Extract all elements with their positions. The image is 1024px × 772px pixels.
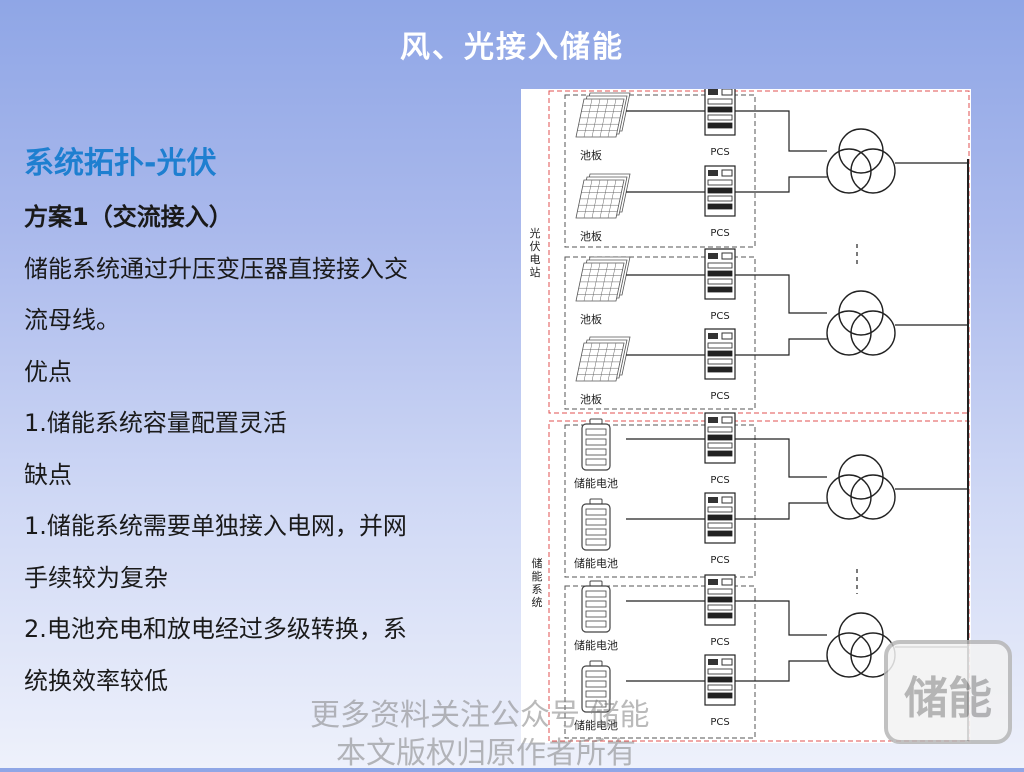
- battery-label: 储能电池: [574, 556, 618, 570]
- pcs-cabinet-icon: [704, 574, 736, 626]
- logo-text: 储能: [904, 673, 992, 724]
- pcs-cabinet-icon: [704, 165, 736, 217]
- pcs-cabinet-icon: [704, 89, 736, 136]
- solar-panel-icon: [575, 336, 631, 382]
- battery-icon: [581, 418, 611, 471]
- pcs-label: PCS: [710, 391, 729, 402]
- pcs-label: PCS: [710, 717, 729, 728]
- solar-panel-icon: [575, 173, 631, 219]
- solar-panel-label: 池板: [580, 312, 602, 326]
- transformer-icon: [826, 612, 896, 678]
- pcs-label: PCS: [710, 637, 729, 648]
- pv-station-label: 电: [530, 253, 541, 266]
- pcs-cabinet-icon: [704, 412, 736, 464]
- generation-group-box: [564, 424, 756, 578]
- pcs-cabinet-icon: [704, 248, 736, 300]
- ac-connection-line: [735, 176, 827, 193]
- pcs-cabinet-icon: [704, 328, 736, 380]
- ac-connection-line: [735, 600, 827, 636]
- ac-connection-line: [735, 502, 827, 520]
- storage-system-label: 储: [532, 556, 543, 570]
- slide-title: 风、光接入储能: [400, 30, 624, 65]
- disadvantage-item: 2.电池充电和放电经过多级转换，系: [24, 615, 407, 643]
- disadvantage-item: 手续较为复杂: [24, 563, 168, 592]
- body-line: 储能系统通过升压变压器直接接入交: [24, 254, 408, 283]
- pv-station-label: 光: [530, 226, 541, 240]
- scheme-heading: 方案1（交流接入）: [24, 203, 233, 231]
- storage-system-label: 能: [532, 569, 543, 583]
- pcs-label: PCS: [710, 555, 729, 566]
- battery-icon: [581, 660, 611, 713]
- pcs-label: PCS: [710, 228, 729, 239]
- transformer-icon: [826, 128, 896, 194]
- generation-group-box: [564, 256, 756, 410]
- pv-station-label: 伏: [530, 239, 541, 253]
- ac-connection-line: [735, 338, 827, 356]
- generation-group-box: [564, 585, 756, 739]
- watermark-line-2: 本文版权归原作者所有: [336, 736, 636, 771]
- transformer-icon: [826, 454, 896, 520]
- solar-panel-icon: [575, 92, 631, 138]
- body-text: 方案1（交流接入） 储能系统通过升压变压器直接接入交 流母线。 优点 1.储能系…: [24, 192, 494, 707]
- advantages-heading: 优点: [24, 357, 72, 386]
- battery-label: 储能电池: [574, 638, 618, 652]
- disadvantage-item: 1.储能系统需要单独接入电网，并网: [24, 512, 407, 540]
- body-line: 流母线。: [24, 306, 120, 334]
- storage-logo: 储能: [884, 640, 1012, 744]
- battery-label: 储能电池: [574, 718, 618, 732]
- pcs-label: PCS: [710, 475, 729, 486]
- disadvantage-item: 统换效率较低: [24, 666, 168, 695]
- pcs-cabinet-icon: [704, 492, 736, 544]
- disadvantages-heading: 缺点: [24, 460, 72, 489]
- advantage-item: 1.储能系统容量配置灵活: [24, 409, 287, 437]
- storage-system-label: 统: [532, 596, 543, 609]
- solar-panel-label: 池板: [580, 148, 602, 162]
- battery-icon: [581, 498, 611, 551]
- pcs-label: PCS: [710, 147, 729, 158]
- battery-label: 储能电池: [574, 476, 618, 490]
- pv-station-label: 站: [530, 265, 541, 279]
- pcs-cabinet-icon: [704, 654, 736, 706]
- solar-panel-label: 池板: [580, 392, 602, 406]
- transformer-icon: [826, 290, 896, 356]
- battery-icon: [581, 580, 611, 633]
- solar-panel-label: 池板: [580, 229, 602, 243]
- section-title: 系统拓扑-光伏: [24, 146, 217, 181]
- ac-connection-line: [735, 660, 827, 682]
- solar-panel-icon: [575, 256, 631, 302]
- watermark-line-1: 更多资料关注公众号 储能: [310, 698, 650, 733]
- ac-connection-line: [735, 110, 827, 152]
- ac-connection-line: [735, 274, 827, 314]
- generation-group-box: [564, 94, 756, 248]
- ac-connection-line: [735, 438, 827, 478]
- topology-diagram: 光伏电站储能系统 池板 PCS 池板 PCS 池板 PCS 池板 PCS 储能电池 PCS 储能电池 P…: [521, 89, 971, 743]
- storage-system-label: 系: [532, 583, 543, 596]
- pcs-label: PCS: [710, 311, 729, 322]
